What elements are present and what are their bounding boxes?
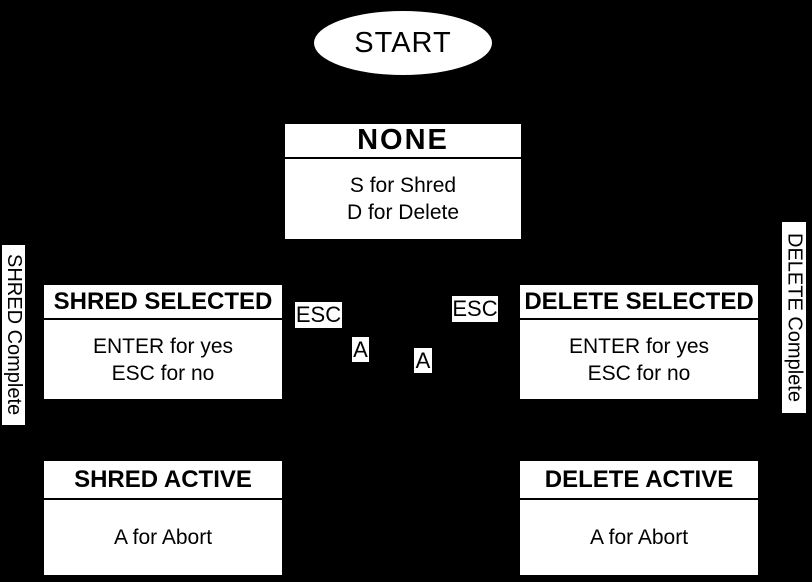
state-delete-selected: DELETE SELECTED ENTER for yes ESC for no [520, 285, 758, 399]
body-line: ESC for no [111, 361, 215, 385]
state-title: SHRED SELECTED [44, 285, 282, 320]
state-none: NONE S for Shred D for Delete [285, 124, 521, 239]
state-body: A for Abort [44, 500, 282, 575]
state-body: ENTER for yes ESC for no [520, 320, 758, 399]
body-line: ESC for no [587, 361, 691, 385]
start-node-label: START [354, 26, 452, 59]
body-line: ENTER for yes [568, 334, 710, 358]
edge-label-delete-complete: DELETE Complete [782, 222, 806, 413]
state-title: SHRED ACTIVE [44, 461, 282, 500]
state-shred-selected: SHRED SELECTED ENTER for yes ESC for no [44, 285, 282, 399]
state-shred-active: SHRED ACTIVE A for Abort [44, 461, 282, 575]
body-line: S for Shred [349, 174, 457, 197]
state-body: A for Abort [520, 500, 758, 575]
edge-label-esc-right: ESC [452, 296, 498, 322]
state-body: ENTER for yes ESC for no [44, 320, 282, 399]
body-line: A for Abort [113, 526, 213, 549]
body-line: ENTER for yes [92, 334, 234, 358]
state-title: DELETE ACTIVE [520, 461, 758, 500]
edge-label-abort-right: A [414, 347, 432, 373]
start-node: START [314, 11, 492, 75]
state-title: DELETE SELECTED [520, 285, 758, 320]
state-title: NONE [285, 124, 521, 159]
state-delete-active: DELETE ACTIVE A for Abort [520, 461, 758, 575]
edge-label-shred-complete: SHRED Complete [2, 245, 25, 425]
state-body: S for Shred D for Delete [285, 159, 521, 239]
body-line: D for Delete [346, 201, 460, 224]
edge-label-esc-left: ESC [295, 302, 342, 328]
body-line: A for Abort [589, 526, 689, 549]
edge-label-abort-left: A [352, 336, 369, 362]
